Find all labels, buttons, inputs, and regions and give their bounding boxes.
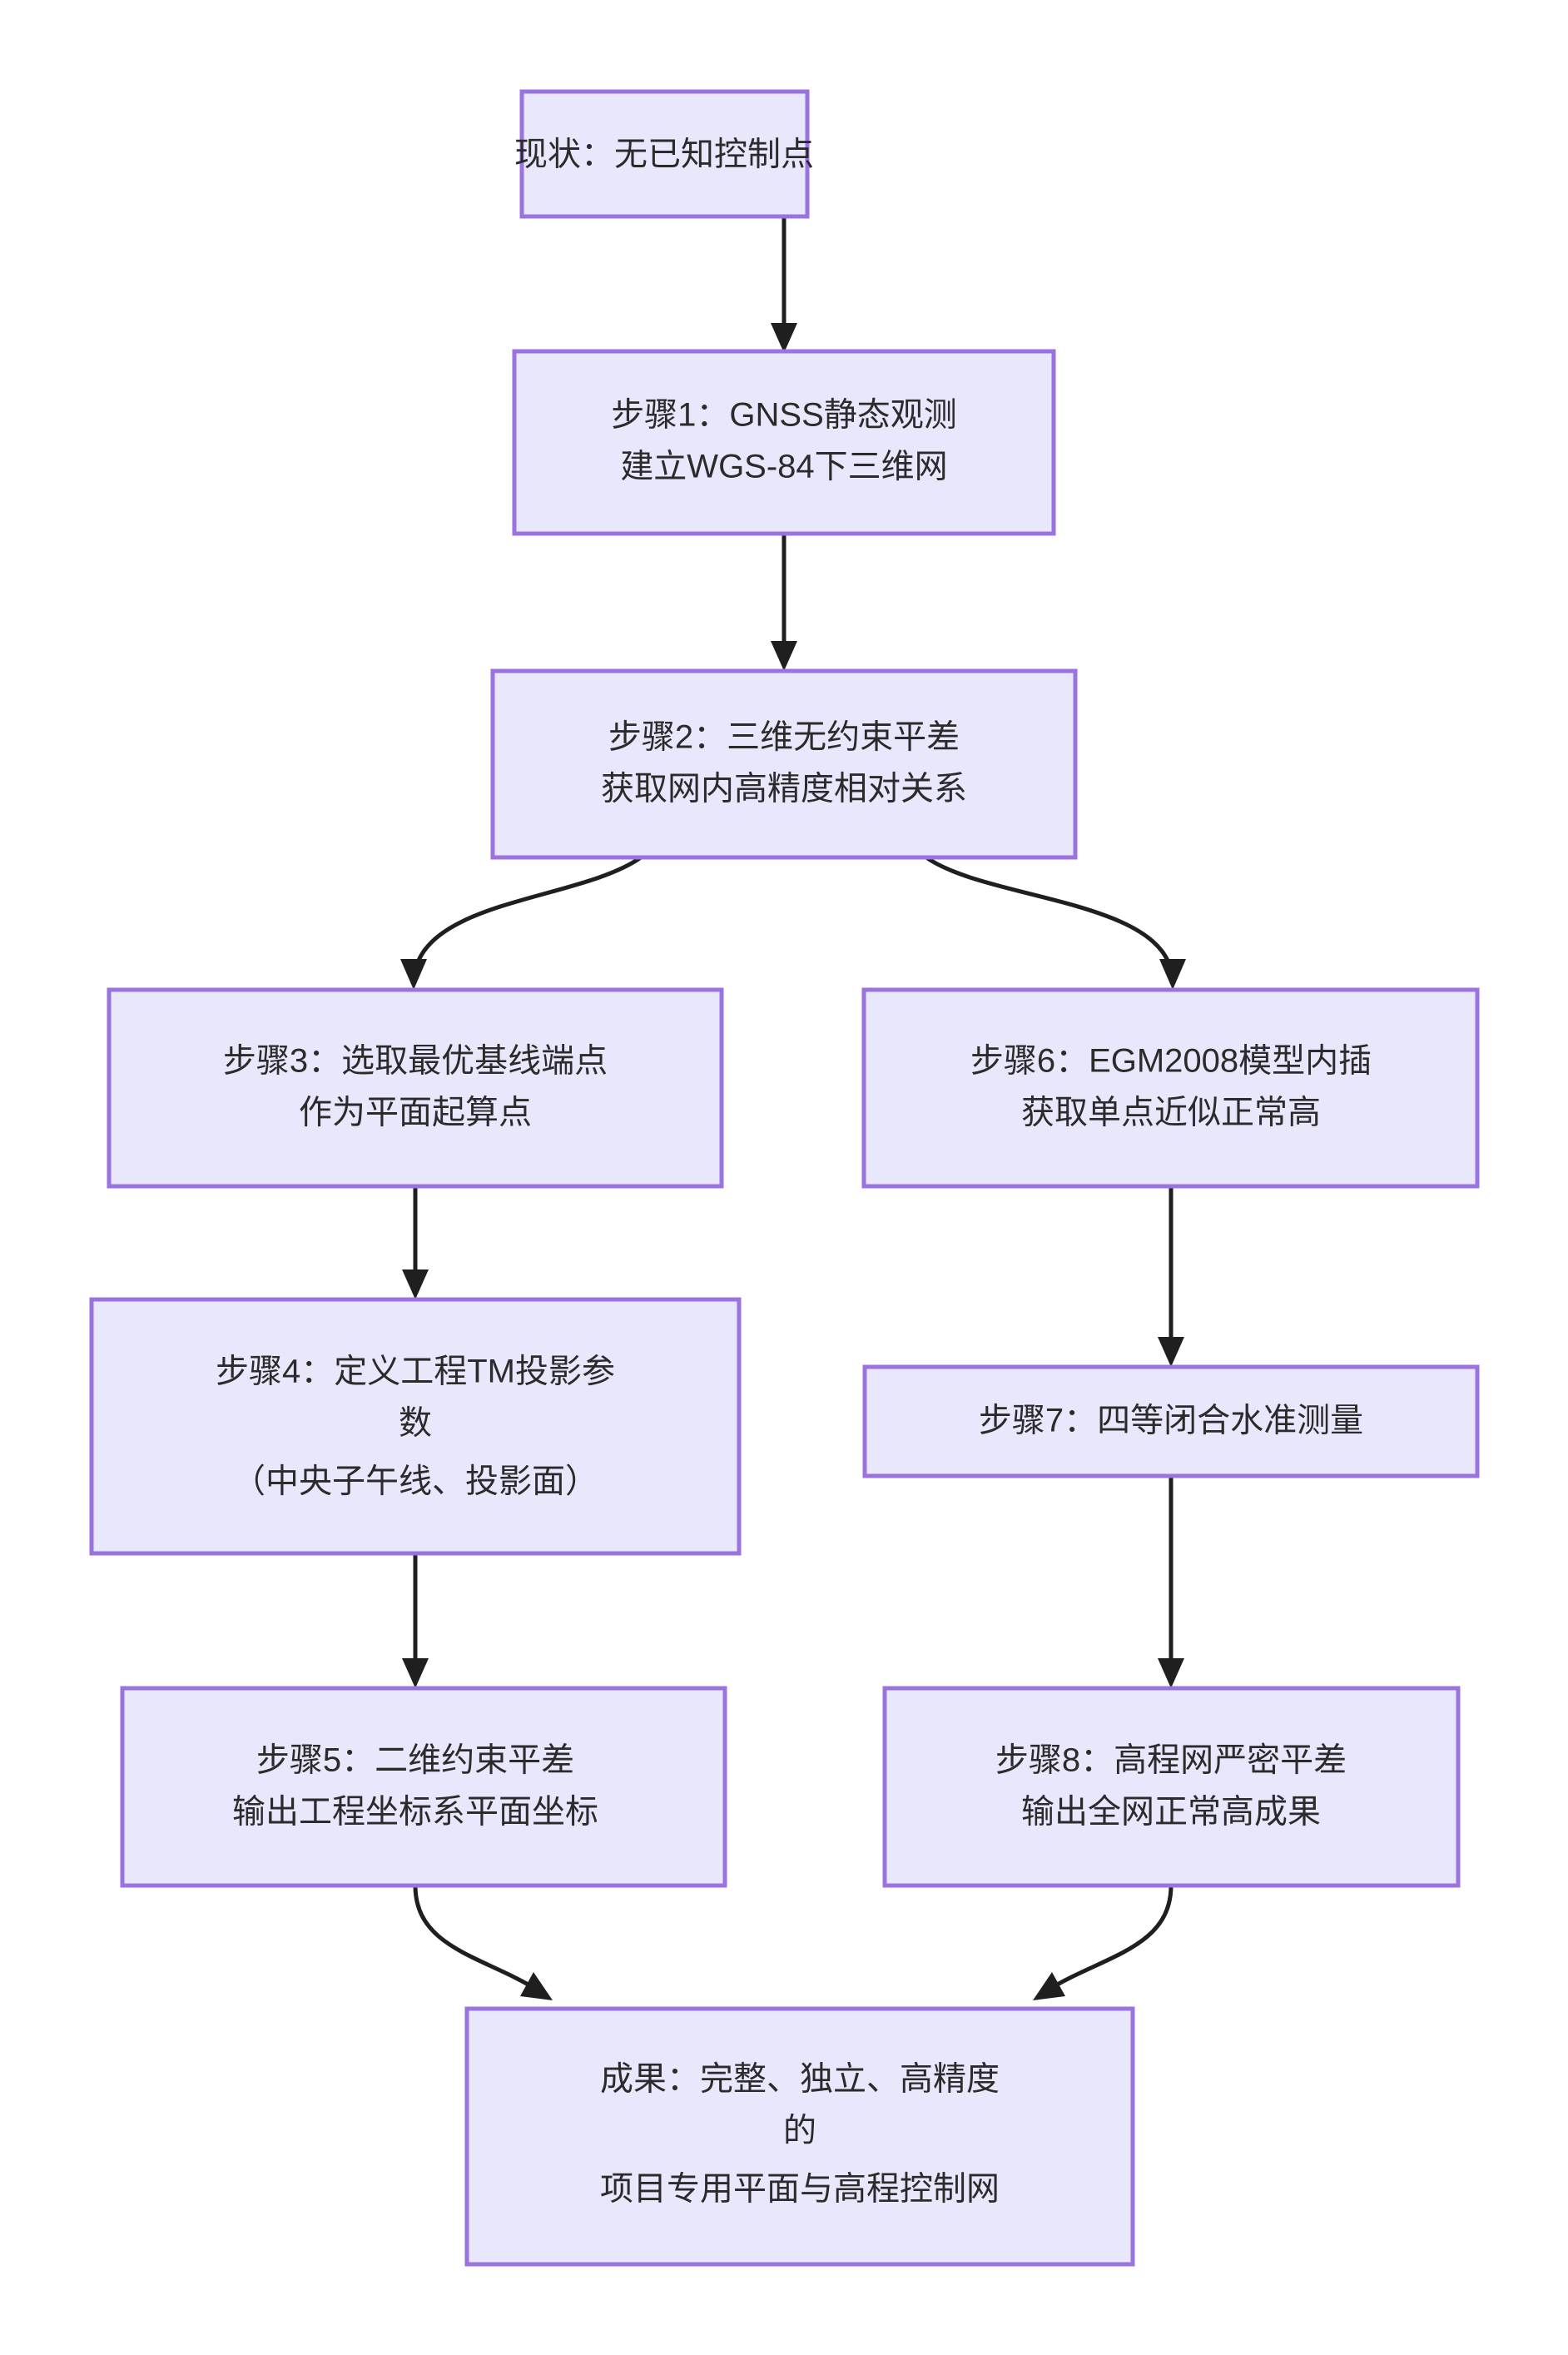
node-step8-line-1: 步骤8：高程网严密平差 xyxy=(995,1742,1347,1779)
node-step1-line-2: 建立WGS-84下三维网 xyxy=(620,449,947,485)
edge-step4-to-step5 xyxy=(402,1553,429,1688)
node-start[interactable]: 现状：无已知控制点 xyxy=(514,89,814,219)
node-result-box[interactable] xyxy=(464,2006,1135,2267)
node-step1-line-1: 步骤1：GNSS静态观测 xyxy=(611,397,957,434)
node-step8[interactable]: 步骤8：高程网严密平差 输出全网正常高成果 xyxy=(882,1686,1461,1888)
node-start-line-1: 现状：无已知控制点 xyxy=(514,137,814,173)
node-result-line-3: 项目专用平面与高程控制网 xyxy=(600,2171,1000,2208)
node-step1[interactable]: 步骤1：GNSS静态观测 建立WGS-84下三维网 xyxy=(512,349,1056,536)
edge-step7-to-step8 xyxy=(1158,1476,1184,1688)
node-step2-line-2: 获取网内高精度相对关系 xyxy=(601,771,967,807)
node-step4-line-3: （中央子午线、投影面） xyxy=(232,1463,598,1500)
edge-line xyxy=(413,855,643,971)
edge-line xyxy=(1047,1885,1174,1992)
arrowhead-icon xyxy=(1159,959,1186,990)
node-step4-line-1: 步骤4：定义工程TM投影参 xyxy=(216,1354,615,1390)
node-result[interactable]: 成果：完整、独立、高精度 的 项目专用平面与高程控制网 xyxy=(464,2006,1135,2267)
node-step1-box[interactable] xyxy=(512,349,1056,536)
node-step3-line-1: 步骤3：选取最优基线端点 xyxy=(223,1043,608,1080)
node-step6[interactable]: 步骤6：EGM2008模型内插 获取单点近似正常高 xyxy=(861,987,1480,1189)
node-step7[interactable]: 步骤7：四等闭合水准测量 xyxy=(862,1364,1480,1478)
node-step5-box[interactable] xyxy=(120,1686,727,1888)
edge-start-to-step1 xyxy=(771,216,797,353)
edge-step2-to-step6 xyxy=(925,855,1186,990)
arrowhead-icon xyxy=(402,1658,429,1688)
node-step5-line-2: 输出工程坐标系平面坐标 xyxy=(232,1794,598,1831)
node-step2-box[interactable] xyxy=(490,668,1078,860)
arrowhead-icon xyxy=(1158,1658,1184,1688)
node-start-box[interactable] xyxy=(519,89,810,219)
node-step4-line-2: 数 xyxy=(399,1405,432,1442)
arrowhead-icon xyxy=(771,323,797,353)
edge-step6-to-step7 xyxy=(1158,1186,1184,1367)
node-step4[interactable]: 步骤4：定义工程TM投影参 数 （中央子午线、投影面） xyxy=(89,1297,742,1556)
edge-step8-to-result xyxy=(1033,1885,1174,2000)
node-step6-line-1: 步骤6：EGM2008模型内插 xyxy=(970,1043,1372,1080)
edge-step1-to-step2 xyxy=(771,534,797,671)
arrowhead-icon xyxy=(402,1269,429,1299)
edge-step2-to-step3 xyxy=(400,855,643,990)
edge-step3-to-step4 xyxy=(402,1186,429,1299)
edge-line xyxy=(413,1885,538,1992)
arrowhead-icon xyxy=(400,959,427,990)
node-step5[interactable]: 步骤5：二维约束平差 输出工程坐标系平面坐标 xyxy=(120,1686,727,1888)
node-step4-box[interactable] xyxy=(89,1297,742,1556)
arrowhead-icon xyxy=(1158,1337,1184,1367)
node-step3-box[interactable] xyxy=(107,987,724,1189)
arrowhead-icon xyxy=(771,641,797,671)
node-step8-box[interactable] xyxy=(882,1686,1461,1888)
node-step6-line-2: 获取单点近似正常高 xyxy=(1021,1095,1321,1131)
node-result-line-1: 成果：完整、独立、高精度 xyxy=(600,2061,1000,2098)
edge-step5-to-result xyxy=(413,1885,553,2000)
arrowhead-icon xyxy=(520,1972,553,2000)
node-step3-line-2: 作为平面起算点 xyxy=(299,1095,532,1131)
arrowhead-icon xyxy=(1033,1972,1065,2000)
node-step3[interactable]: 步骤3：选取最优基线端点 作为平面起算点 xyxy=(107,987,724,1189)
node-step5-line-1: 步骤5：二维约束平差 xyxy=(256,1742,574,1779)
node-step7-box[interactable] xyxy=(862,1364,1480,1478)
edge-line xyxy=(925,855,1174,971)
node-step2[interactable]: 步骤2：三维无约束平差 获取网内高精度相对关系 xyxy=(490,668,1078,860)
node-step6-box[interactable] xyxy=(861,987,1480,1189)
node-step7-line-1: 步骤7：四等闭合水准测量 xyxy=(979,1403,1363,1439)
node-step8-line-2: 输出全网正常高成果 xyxy=(1021,1794,1321,1831)
node-result-line-2: 的 xyxy=(783,2113,816,2149)
node-step2-line-1: 步骤2：三维无约束平差 xyxy=(608,719,960,756)
